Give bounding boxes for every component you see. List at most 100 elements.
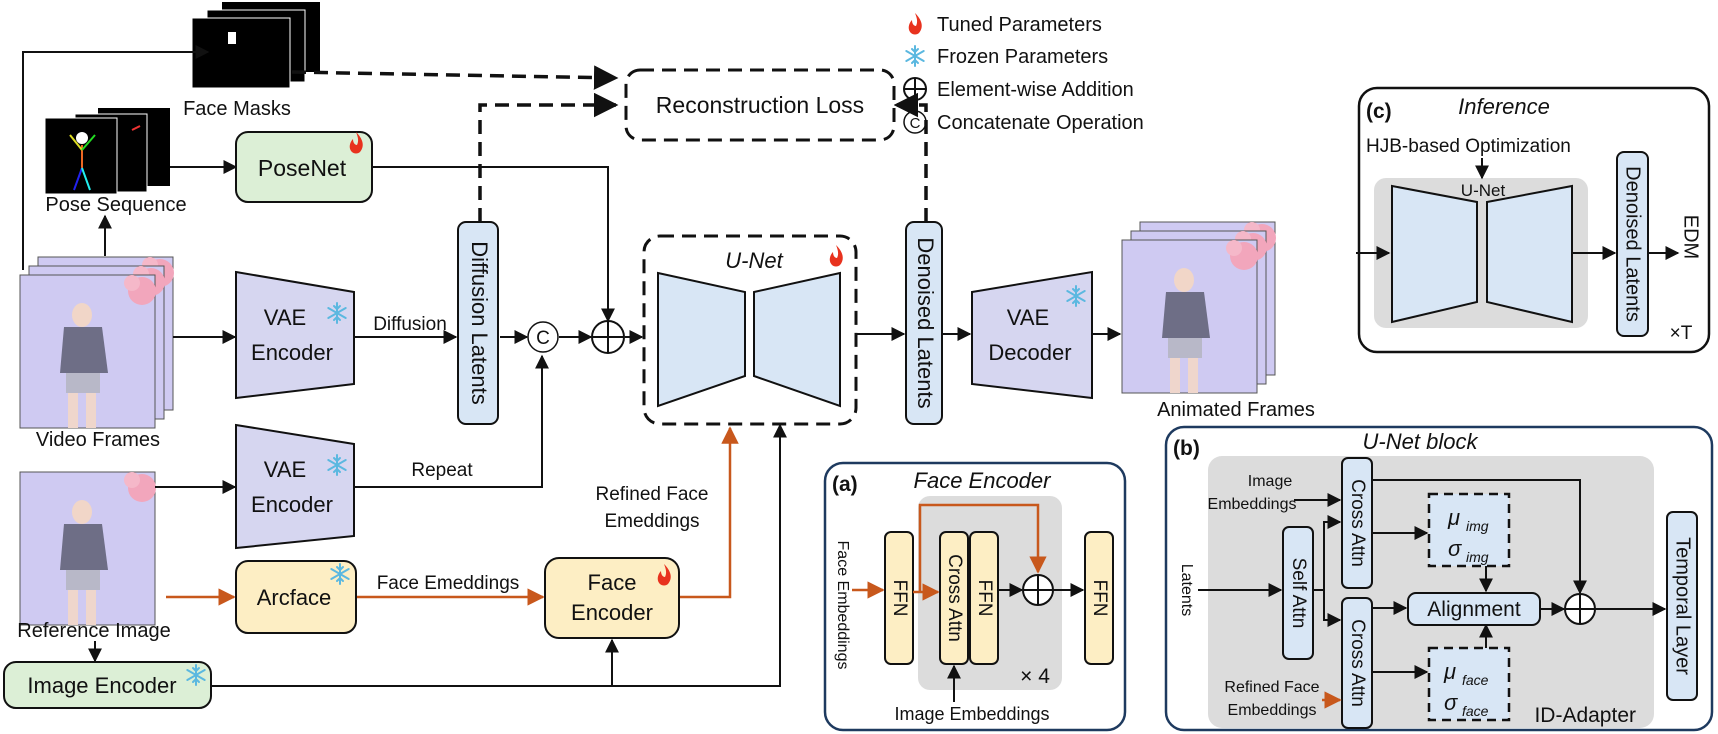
panel-unet-block: (b) U-Net block ID-Adapter Image Embeddi… — [1164, 425, 1714, 732]
video-frames-image — [19, 256, 175, 429]
panel-a-ffn-3[interactable]: FFN — [1084, 531, 1114, 665]
svg-text:Diffusion Latents: Diffusion Latents — [467, 241, 492, 404]
panel-a-title: Face Encoder — [914, 468, 1053, 493]
id-adapter-label: ID-Adapter — [1534, 704, 1636, 727]
panel-b-cross-attn-top[interactable]: Cross Attn — [1341, 457, 1373, 589]
svg-text:PoseNet: PoseNet — [258, 155, 347, 181]
panel-b-add-node — [1564, 593, 1596, 625]
panel-a-tag: (a) — [832, 473, 858, 496]
svg-text:Encoder: Encoder — [251, 340, 333, 365]
legend-add: Element-wise Addition — [937, 79, 1134, 101]
panel-a-add-node — [1022, 574, 1054, 606]
panel-face-encoder: (a) Face Encoder Face Embeddings FFN Cro… — [823, 461, 1127, 732]
animated-frames-image — [1121, 221, 1277, 394]
panel-b-tag: (b) — [1173, 437, 1200, 460]
svg-text:Reconstruction Loss: Reconstruction Loss — [656, 92, 864, 118]
denoised-latents-box[interactable]: Denoised Latents — [905, 221, 943, 425]
face-emeddings-label: Face Emeddings — [377, 573, 520, 594]
pose-sequence-label: Pose Sequence — [45, 194, 186, 216]
face-masks-image — [191, 2, 320, 89]
image-encoder-box[interactable]: Image Encoder — [3, 661, 212, 709]
svg-text:Cross Attn: Cross Attn — [1347, 479, 1368, 567]
svg-text:FFN: FFN — [974, 580, 995, 617]
diffusion-latents-box[interactable]: Diffusion Latents — [457, 221, 499, 425]
unet-box[interactable]: U-Net — [642, 234, 858, 426]
panel-a-ffn-2[interactable]: FFN — [969, 531, 999, 665]
panel-b-alignment-box[interactable]: Alignment — [1407, 592, 1541, 626]
loss-connectors — [291, 65, 928, 222]
legend-tuned: Tuned Parameters — [937, 14, 1102, 36]
panel-a-ffn-1[interactable]: FFN — [884, 531, 914, 665]
svg-text:σ: σ — [1448, 536, 1462, 561]
svg-text:Denoised Latents: Denoised Latents — [1622, 166, 1644, 322]
svg-text:face: face — [1462, 672, 1489, 688]
reconstruction-loss-box[interactable]: Reconstruction Loss — [624, 68, 896, 142]
panel-a-image-embeddings: Image Embeddings — [894, 704, 1049, 724]
panel-c-denoised-box[interactable]: Denoised Latents — [1616, 151, 1649, 337]
panel-b-image-emb-2: Embeddings — [1208, 496, 1297, 513]
add-icon — [903, 77, 927, 101]
svg-text:σ: σ — [1444, 690, 1458, 715]
repeat-label: Repeat — [411, 460, 473, 481]
face-encoder-box[interactable]: Face Encoder — [544, 557, 680, 639]
legend-frozen: Frozen Parameters — [937, 46, 1108, 68]
panel-b-refined-1: Refined Face — [1224, 679, 1319, 696]
svg-text:Encoder: Encoder — [251, 492, 333, 517]
svg-text:Denoised Latents: Denoised Latents — [913, 237, 938, 408]
svg-text:Self Attn: Self Attn — [1288, 558, 1309, 629]
animated-frames-label: Animated Frames — [1157, 399, 1315, 421]
pose-sequence-image — [44, 108, 170, 195]
snowflake-icon — [905, 45, 925, 67]
panel-b-latents: Latents — [1178, 564, 1195, 616]
video-frames-label: Video Frames — [36, 429, 160, 451]
panel-b-refined-2: Embeddings — [1228, 702, 1317, 719]
svg-text:C: C — [910, 115, 921, 132]
concat-icon: C — [903, 110, 927, 134]
refined-face-label-2: Emeddings — [604, 511, 699, 532]
svg-text:Cross Attn: Cross Attn — [1347, 619, 1368, 707]
vae-encoder-2-box[interactable]: VAE Encoder — [235, 423, 355, 550]
svg-text:VAE: VAE — [264, 305, 306, 330]
svg-text:img: img — [1466, 549, 1489, 565]
svg-text:Temporal Layer: Temporal Layer — [1672, 537, 1694, 675]
panel-b-cross-attn-bottom[interactable]: Cross Attn — [1341, 597, 1373, 729]
svg-text:C: C — [536, 328, 550, 349]
connectors — [22, 45, 1122, 687]
svg-text:U-Net: U-Net — [725, 248, 783, 273]
svg-text:FFN: FFN — [889, 580, 910, 617]
arcface-box[interactable]: Arcface — [235, 560, 357, 634]
panel-a-times-4: × 4 — [1020, 665, 1050, 688]
panel-a-cross-attn[interactable]: Cross Attn — [939, 531, 969, 665]
face-masks-label: Face Masks — [183, 98, 291, 120]
panel-c-tag: (c) — [1366, 100, 1392, 123]
vae-decoder-box[interactable]: VAE Decoder — [971, 270, 1093, 400]
legend: Tuned Parameters Frozen Parameters Eleme… — [903, 13, 1144, 134]
svg-text:Cross Attn: Cross Attn — [944, 554, 965, 642]
svg-text:Alignment: Alignment — [1427, 598, 1521, 621]
posenet-box[interactable]: PoseNet — [235, 131, 373, 203]
hjb-label: HJB-based Optimization — [1366, 136, 1571, 157]
panel-c-title: Inference — [1458, 94, 1550, 119]
svg-text:Encoder: Encoder — [571, 600, 653, 625]
flame-icon — [908, 13, 922, 35]
face-connectors — [166, 426, 739, 606]
legend-concat: Concatenate Operation — [937, 112, 1144, 134]
refined-face-label-1: Refined Face — [595, 484, 708, 505]
add-node — [591, 320, 625, 354]
svg-text:FFN: FFN — [1089, 580, 1110, 617]
svg-text:Decoder: Decoder — [988, 340, 1071, 365]
vae-encoder-box[interactable]: VAE Encoder — [235, 270, 355, 400]
svg-text:Arcface: Arcface — [257, 585, 332, 610]
svg-text:VAE: VAE — [1007, 305, 1049, 330]
panel-b-title: U-Net block — [1363, 429, 1479, 454]
panel-b-image-emb-1: Image — [1248, 473, 1293, 490]
panel-b-temporal-layer[interactable]: Temporal Layer — [1666, 511, 1698, 701]
panel-b-img-stats-box: μ img σ img — [1427, 492, 1511, 568]
svg-text:Face: Face — [588, 570, 637, 595]
panel-b-face-stats-box: μ face σ face — [1427, 646, 1511, 722]
svg-text:Image Encoder: Image Encoder — [27, 673, 176, 698]
diffusion-label: Diffusion — [373, 314, 447, 335]
panel-b-self-attn[interactable]: Self Attn — [1282, 526, 1314, 660]
panel-inference: (c) Inference HJB-based Optimization U-N… — [1356, 86, 1711, 354]
